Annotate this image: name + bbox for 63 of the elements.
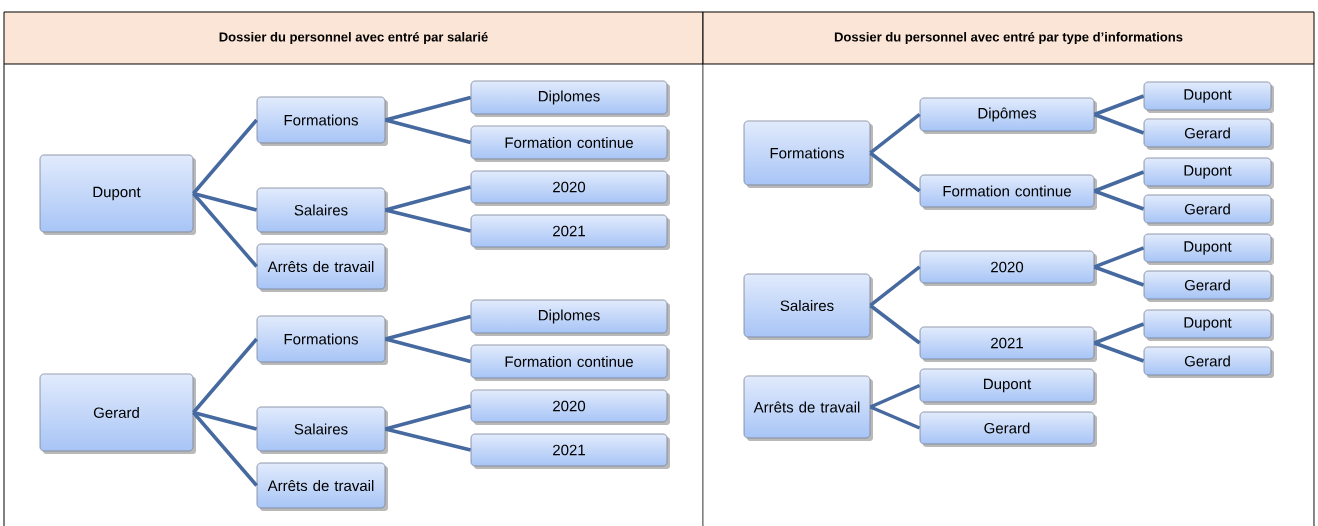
rounded-box: Dupont [1143, 157, 1274, 189]
connector-line [1093, 341, 1145, 363]
rounded-box: Formation continue [919, 174, 1097, 210]
connector-line [192, 191, 258, 212]
rounded-box: Salaires [256, 406, 388, 454]
rounded-box: Dipômes [919, 97, 1097, 134]
rounded-box: Gerard [39, 373, 196, 454]
rounded-box: Diplomes [470, 299, 670, 336]
rounded-box: Diplomes [470, 80, 670, 117]
connector-line [384, 185, 472, 212]
rounded-box: Formation continue [470, 125, 670, 162]
connector-line [1093, 94, 1145, 117]
rounded-box: Gerard [1143, 270, 1274, 302]
connector-line [869, 151, 921, 193]
connector-line [1093, 265, 1145, 287]
connector-line [192, 410, 258, 431]
connector-line [385, 208, 472, 233]
rounded-box: Arrêts de travail [743, 375, 873, 441]
table-header-cell: Dossier du personnel avec entré par type d’informations [702, 11, 1315, 65]
connector-line [384, 404, 472, 431]
connector-line [1093, 189, 1145, 211]
connector-line [384, 337, 472, 364]
connector-line [1093, 170, 1145, 193]
table-header-cell: Dossier du personnel avec entré par salarié [3, 11, 704, 65]
connector-line [869, 383, 921, 409]
rounded-box: Gerard [1143, 194, 1274, 226]
rounded-box: 2021 [470, 214, 670, 250]
rounded-box: Salaires [256, 187, 388, 235]
rounded-box: Dupont [1143, 81, 1274, 113]
rounded-box: Dupont [1143, 309, 1274, 341]
rounded-box: 2021 [919, 326, 1097, 362]
rounded-box: Arrêts de travail [256, 243, 388, 292]
rounded-box: 2021 [470, 433, 670, 469]
connector-line [384, 314, 472, 341]
connector-line [869, 265, 921, 307]
rounded-box: Formation continue [470, 344, 670, 381]
connector-line [869, 405, 921, 430]
rounded-box: Formations [743, 120, 873, 188]
rounded-box: 2020 [919, 250, 1097, 286]
connector-line [384, 95, 472, 122]
rounded-box: 2020 [470, 389, 670, 425]
rounded-box: Arrêts de travail [256, 462, 388, 511]
rounded-box: Formations [256, 315, 388, 365]
connector-line [192, 118, 258, 195]
connector-line [385, 427, 472, 452]
connector-line [192, 411, 258, 487]
connector-line [384, 118, 472, 145]
rounded-box: 2020 [470, 170, 670, 206]
connector-line [869, 113, 921, 155]
connector-line [192, 192, 258, 268]
rounded-box: Dupont [39, 154, 196, 235]
rounded-box: Gerard [1143, 346, 1274, 378]
connector-line [1093, 322, 1145, 345]
connector-line [1093, 246, 1145, 269]
rounded-box: Gerard [919, 411, 1097, 447]
connector-line [869, 304, 921, 345]
connector-line [192, 337, 258, 414]
rounded-box: Salaires [743, 273, 873, 340]
rounded-box: Gerard [1143, 118, 1274, 150]
connector-line [1093, 112, 1145, 135]
rounded-box: Dupont [1143, 233, 1274, 265]
rounded-box: Formations [256, 96, 388, 146]
rounded-box: Dupont [919, 368, 1097, 405]
